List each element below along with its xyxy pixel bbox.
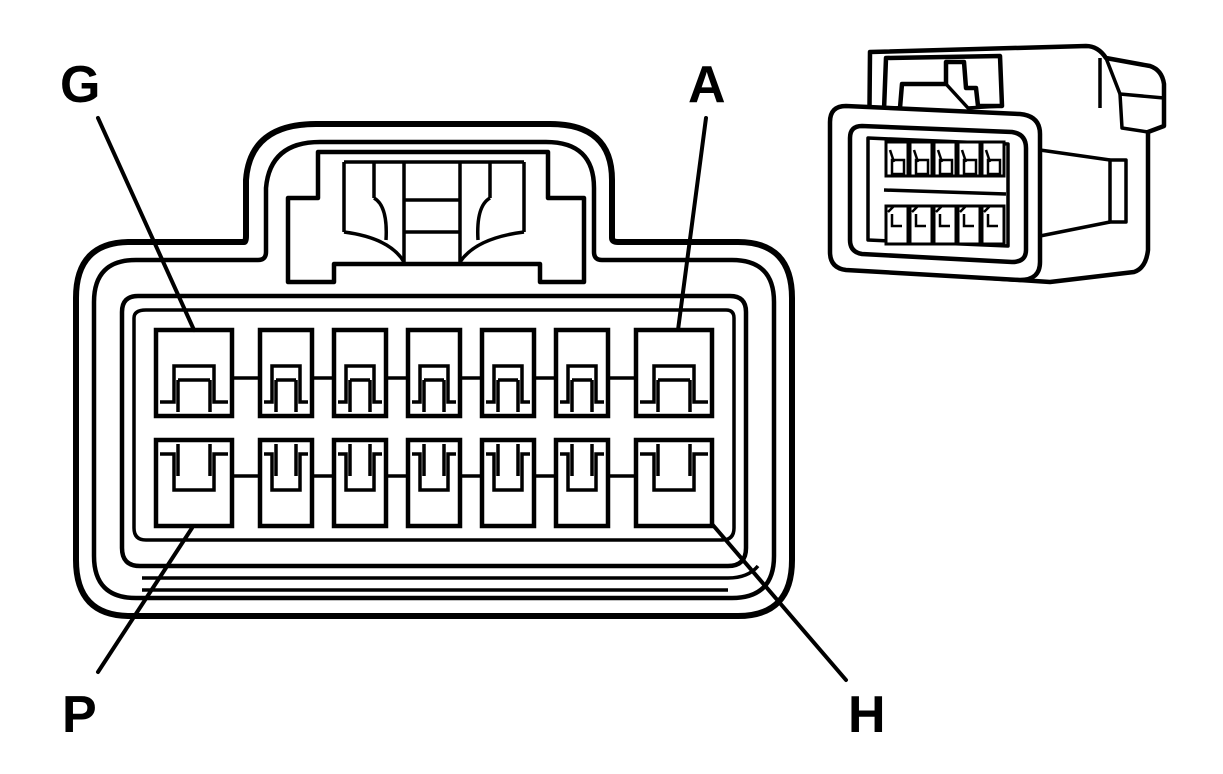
iso-pin-bottom <box>884 204 910 246</box>
leader-line-p <box>96 526 194 674</box>
iso-pin-top <box>908 140 934 178</box>
pin-cavity-top <box>257 327 315 419</box>
leader-line-h <box>710 522 848 682</box>
iso-pin-bottom <box>956 204 982 246</box>
iso-pin-top <box>884 140 910 178</box>
pin-label-h: H <box>848 686 886 744</box>
pin-cavity-top <box>331 327 389 419</box>
cavity-inner <box>132 308 736 542</box>
iso-pin-top <box>980 140 1006 178</box>
pin-label-p: P <box>62 686 97 744</box>
pin-cavity-bottom <box>633 437 715 529</box>
latch-details <box>342 160 526 264</box>
pin-cavity-top <box>405 327 463 419</box>
pin-cavity-top <box>153 327 235 419</box>
pin-label-g: G <box>60 56 100 114</box>
iso-top-pin-row <box>884 140 1006 178</box>
connector-face-view: G A P H <box>60 56 886 744</box>
iso-pin-bottom <box>908 204 934 246</box>
leader-line-g <box>96 116 196 332</box>
pin-cavity-bottom <box>257 437 315 529</box>
pin-cavity-bottom <box>153 437 235 529</box>
pin-cavity-bottom <box>405 437 463 529</box>
housing-inner-outline <box>91 139 777 601</box>
cavity-outer <box>119 293 749 569</box>
bottom-pin-row <box>153 437 715 529</box>
iso-pin-top <box>956 140 982 178</box>
pin-label-a: A <box>688 56 726 114</box>
iso-cavity <box>847 123 1029 265</box>
pin-cavity-top <box>633 327 715 419</box>
housing-outer-outline <box>73 121 795 619</box>
iso-pin-bottom <box>980 204 1006 246</box>
iso-pin-bottom <box>932 204 958 246</box>
pin-cavity-bottom <box>553 437 611 529</box>
leader-line-a <box>676 116 708 332</box>
lower-band-1 <box>142 564 760 580</box>
iso-pin-top <box>932 140 958 178</box>
connector-isometric-view <box>827 43 1167 285</box>
latch-frame <box>285 149 587 285</box>
pin-cavity-bottom <box>479 437 537 529</box>
iso-bottom-pin-row <box>884 204 1006 246</box>
pin-cavity-top <box>553 327 611 419</box>
pin-cavity-top <box>479 327 537 419</box>
top-pin-row <box>153 327 715 419</box>
pin-cavity-bottom <box>331 437 389 529</box>
